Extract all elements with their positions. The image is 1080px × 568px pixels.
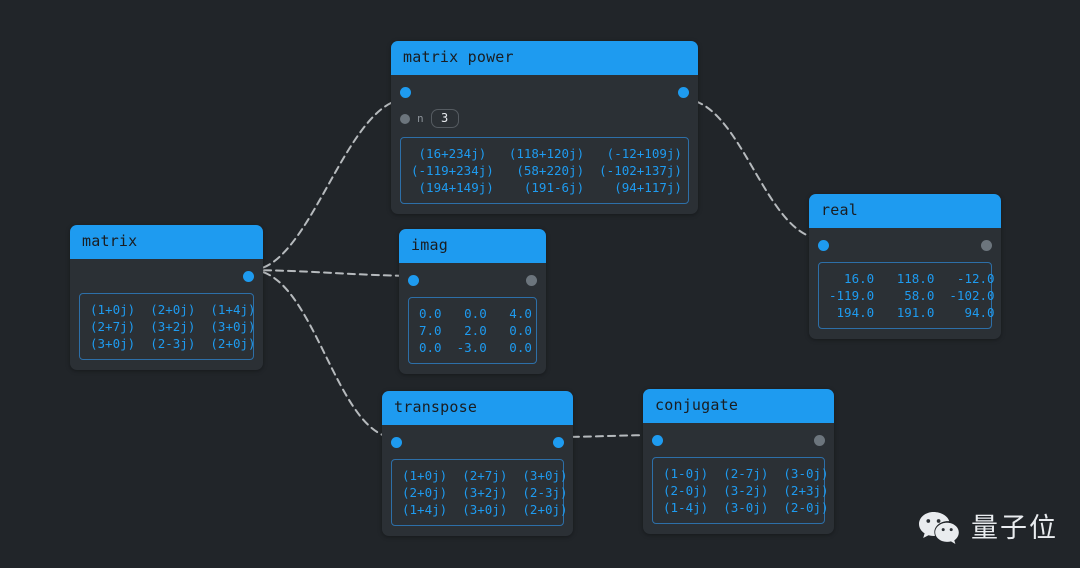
matrix-display-matrix: (1+0j) (2+0j) (1+4j) (2+7j) (3+2j) (3+0j… — [79, 293, 256, 360]
output-port-imag[interactable] — [526, 275, 537, 286]
node-real[interactable]: real 16.0 118.0 -12.0 -119.0 58.0 -102.0… — [809, 194, 1001, 339]
output-port-conjugate[interactable] — [814, 435, 825, 446]
node-body-conjugate: (1-0j) (2-7j) (3-0j) (2-0j) (3-2j) (2+3j… — [643, 423, 834, 534]
edge-matrix-power-to-real[interactable] — [683, 98, 823, 240]
output-port-matrix[interactable] — [243, 271, 254, 282]
node-body-real: 16.0 118.0 -12.0 -119.0 58.0 -102.0 194.… — [809, 228, 1001, 339]
output-port-transpose[interactable] — [553, 437, 564, 448]
param-label-n: n — [417, 112, 424, 125]
node-transpose[interactable]: transpose (1+0j) (2+7j) (3+0j) (2+0j) (3+… — [382, 391, 573, 536]
watermark: 量子位 — [917, 510, 1058, 546]
edge-matrix-to-matrix-power[interactable] — [251, 98, 405, 271]
matrix-display-real: 16.0 118.0 -12.0 -119.0 58.0 -102.0 194.… — [818, 262, 995, 329]
node-body-matrix: (1+0j) (2+0j) (1+4j) (2+7j) (3+2j) (3+0j… — [70, 259, 263, 370]
input-port-matrix-power[interactable] — [400, 87, 411, 98]
matrix-display-imag: 0.0 0.0 4.0 7.0 2.0 0.0 0.0 -3.0 0.0 — [408, 297, 537, 364]
matrix-display-matrix-power: (16+234j) (118+120j) (-12+109j) (-119+23… — [400, 137, 689, 204]
wechat-icon — [919, 512, 959, 544]
edge-matrix-to-transpose[interactable] — [251, 269, 396, 439]
watermark-text: 量子位 — [971, 512, 1058, 544]
param-input-n[interactable]: 3 — [430, 109, 459, 128]
node-title-transpose[interactable]: transpose — [382, 391, 573, 425]
input-port-transpose[interactable] — [391, 437, 402, 448]
param-port-n[interactable] — [400, 113, 410, 124]
node-matrix[interactable]: matrix (1+0j) (2+0j) (1+4j) (2+7j) (3+2j)… — [70, 225, 263, 370]
node-title-imag[interactable]: imag — [399, 229, 546, 263]
node-imag[interactable]: imag 0.0 0.0 4.0 7.0 2.0 0.0 0.0 -3.0 0.0 — [399, 229, 546, 374]
node-title-matrix[interactable]: matrix — [70, 225, 263, 259]
input-port-conjugate[interactable] — [652, 435, 663, 446]
node-title-conjugate[interactable]: conjugate — [643, 389, 834, 423]
matrix-display-conjugate: (1-0j) (2-7j) (3-0j) (2-0j) (3-2j) (2+3j… — [652, 457, 829, 524]
output-port-real[interactable] — [981, 240, 992, 251]
node-conjugate[interactable]: conjugate (1-0j) (2-7j) (3-0j) (2-0j) (3-… — [643, 389, 834, 534]
node-body-imag: 0.0 0.0 4.0 7.0 2.0 0.0 0.0 -3.0 0.0 — [399, 263, 546, 374]
edge-matrix-to-imag[interactable] — [251, 269, 413, 277]
input-port-imag[interactable] — [408, 275, 419, 286]
node-title-matrix-power[interactable]: matrix power — [391, 41, 698, 75]
output-port-matrix-power[interactable] — [678, 87, 689, 98]
node-title-real[interactable]: real — [809, 194, 1001, 228]
input-port-real[interactable] — [818, 240, 829, 251]
matrix-display-transpose: (1+0j) (2+7j) (3+0j) (2+0j) (3+2j) (2-3j… — [391, 459, 568, 526]
node-body-transpose: (1+0j) (2+7j) (3+0j) (2+0j) (3+2j) (2-3j… — [382, 425, 573, 536]
